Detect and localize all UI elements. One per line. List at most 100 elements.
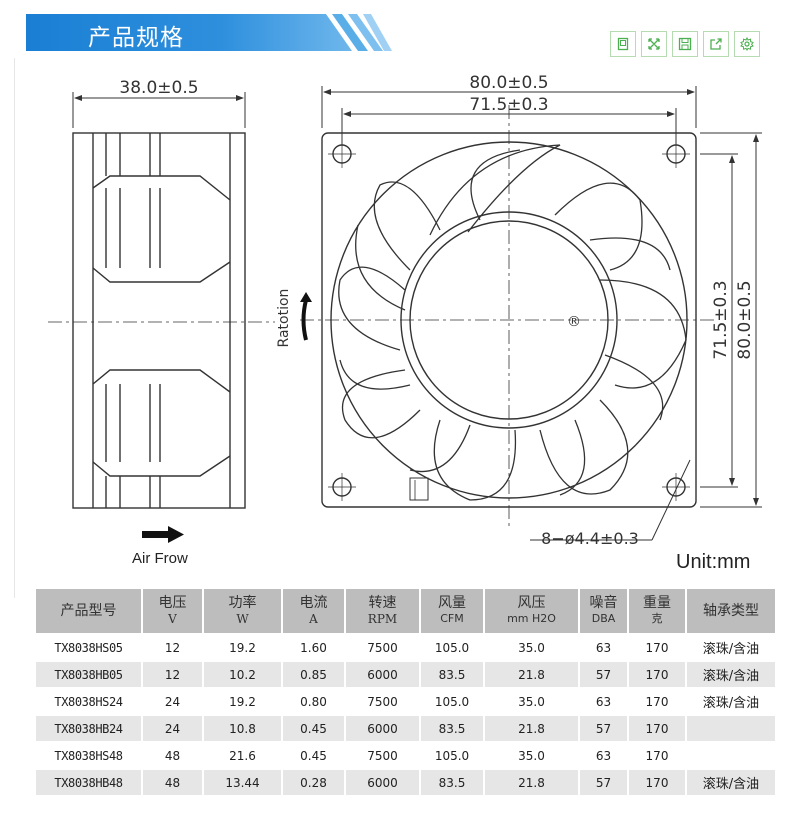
table-row: TX8038HS24 24 19.2 0.80 7500 105.0 35.0 …	[34, 687, 777, 716]
cell-voltage: 12	[141, 660, 204, 689]
cell-power: 21.6	[202, 741, 283, 770]
cell-airflow: 83.5	[419, 714, 485, 743]
air-flow-arrow-icon	[142, 526, 184, 543]
cell-bearing	[685, 741, 777, 770]
header-bearing: 轴承类型	[685, 587, 777, 635]
cell-current: 0.28	[281, 768, 346, 797]
cell-speed: 7500	[344, 633, 421, 662]
cell-airflow: 105.0	[419, 687, 485, 716]
fan-blades	[338, 144, 687, 501]
cell-voltage: 24	[141, 714, 204, 743]
front-view	[300, 86, 762, 541]
cell-model: TX8038HS24	[34, 687, 143, 716]
save-icon	[678, 37, 692, 51]
cell-bearing: 滚珠/含油	[685, 660, 777, 689]
cell-weight: 170	[627, 687, 687, 716]
rotation-arrow-icon	[300, 292, 312, 341]
cell-pressure: 21.8	[483, 768, 580, 797]
toolbar	[610, 31, 760, 57]
cell-speed: 7500	[344, 687, 421, 716]
left-rule	[14, 58, 15, 598]
cell-model: TX8038HB48	[34, 768, 143, 797]
save-button[interactable]	[672, 31, 698, 57]
table-row: TX8038HB48 48 13.44 0.28 6000 83.5 21.8 …	[34, 768, 777, 797]
cell-pressure: 35.0	[483, 741, 580, 770]
cell-speed: 7500	[344, 741, 421, 770]
cell-current: 1.60	[281, 633, 346, 662]
cell-airflow: 83.5	[419, 768, 485, 797]
cell-airflow: 105.0	[419, 741, 485, 770]
cell-airflow: 105.0	[419, 633, 485, 662]
cell-model: TX8038HB05	[34, 660, 143, 689]
front-height-outer-dimension: 80.0±0.5	[735, 280, 755, 359]
cell-current: 0.45	[281, 714, 346, 743]
table-row: TX8038HS05 12 19.2 1.60 7500 105.0 35.0 …	[34, 633, 777, 662]
cell-speed: 6000	[344, 768, 421, 797]
cell-noise: 63	[578, 633, 629, 662]
cell-bearing	[685, 714, 777, 743]
cell-noise: 57	[578, 714, 629, 743]
side-view	[48, 92, 275, 509]
cell-weight: 170	[627, 660, 687, 689]
cell-noise: 63	[578, 687, 629, 716]
cell-current: 0.80	[281, 687, 346, 716]
cell-bearing: 滚珠/含油	[685, 768, 777, 797]
front-height-inner-dimension: 71.5±0.3	[711, 280, 731, 359]
registered-mark: ®	[567, 314, 581, 330]
table-row: TX8038HB24 24 10.8 0.45 6000 83.5 21.8 5…	[34, 714, 777, 743]
cell-model: TX8038HB24	[34, 714, 143, 743]
cell-noise: 57	[578, 768, 629, 797]
cell-power: 10.2	[202, 660, 283, 689]
side-width-dimension: 38.0±0.5	[119, 78, 198, 98]
cell-speed: 6000	[344, 714, 421, 743]
header-model: 产品型号	[34, 587, 143, 635]
cell-weight: 170	[627, 714, 687, 743]
cell-current: 0.85	[281, 660, 346, 689]
cell-model: TX8038HS05	[34, 633, 143, 662]
cell-power: 10.8	[202, 714, 283, 743]
cell-bearing: 滚珠/含油	[685, 633, 777, 662]
cell-voltage: 48	[141, 768, 204, 797]
cell-voltage: 24	[141, 687, 204, 716]
cell-airflow: 83.5	[419, 660, 485, 689]
window-button[interactable]	[610, 31, 636, 57]
settings-button[interactable]	[734, 31, 760, 57]
hole-spec-dimension: 8−ø4.4±0.3	[541, 529, 639, 548]
cell-weight: 170	[627, 633, 687, 662]
cell-model: TX8038HS48	[34, 741, 143, 770]
page-title: 产品规格	[88, 25, 184, 51]
cell-pressure: 21.8	[483, 660, 580, 689]
expand-button[interactable]	[641, 31, 667, 57]
air-flow-label: Air Frow	[132, 550, 188, 567]
front-width-inner-dimension: 71.5±0.3	[469, 95, 548, 115]
front-width-outer-dimension: 80.0±0.5	[469, 73, 548, 93]
cell-voltage: 12	[141, 633, 204, 662]
rotation-label: Ratotion	[276, 289, 292, 348]
share-button[interactable]	[703, 31, 729, 57]
gear-icon	[740, 37, 754, 51]
header-ribbon-shape	[26, 14, 392, 51]
cell-power: 13.44	[202, 768, 283, 797]
share-icon	[710, 38, 722, 50]
unit-label: Unit:mm	[676, 551, 751, 573]
cell-noise: 63	[578, 741, 629, 770]
cell-pressure: 35.0	[483, 633, 580, 662]
cell-voltage: 48	[141, 741, 204, 770]
cell-pressure: 21.8	[483, 714, 580, 743]
expand-icon	[648, 38, 660, 50]
cell-pressure: 35.0	[483, 687, 580, 716]
table-row: TX8038HB05 12 10.2 0.85 6000 83.5 21.8 5…	[34, 660, 777, 689]
cell-weight: 170	[627, 741, 687, 770]
fan-technical-drawing: 38.0±0.5	[48, 73, 762, 548]
section-header: 产品规格	[26, 14, 392, 51]
cell-bearing: 滚珠/含油	[685, 687, 777, 716]
window-icon	[617, 37, 629, 51]
cell-current: 0.45	[281, 741, 346, 770]
